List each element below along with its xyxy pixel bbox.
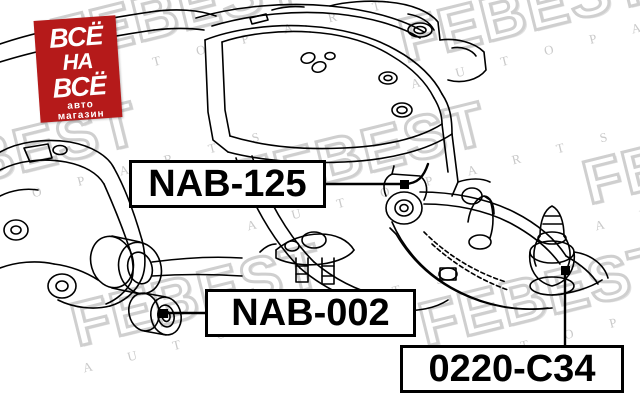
lower-control-arm-drawing — [383, 165, 609, 311]
part-label-0220-c34[interactable]: 0220-C34 — [400, 345, 624, 393]
part-label-text: NAB-125 — [148, 162, 307, 205]
leader-endpoints — [159, 180, 570, 318]
stabilizer-bracket-bolts — [259, 231, 355, 285]
part-label-text: NAB-002 — [231, 291, 390, 334]
leader-dot-nab-002 — [159, 309, 168, 318]
leader-dot-nab-125 — [400, 180, 409, 189]
control-arm-bushing-large — [89, 235, 243, 295]
leader-dot-0220-c34 — [561, 266, 570, 275]
shop-logo[interactable]: ВСЁ НА ВСЁ авто магазин — [33, 15, 123, 123]
part-label-nab-125[interactable]: NAB-125 — [129, 160, 326, 208]
upper-control-arm-drawing — [0, 139, 146, 309]
part-label-nab-002[interactable]: NAB-002 — [205, 289, 416, 337]
part-label-text: 0220-C34 — [428, 347, 596, 390]
